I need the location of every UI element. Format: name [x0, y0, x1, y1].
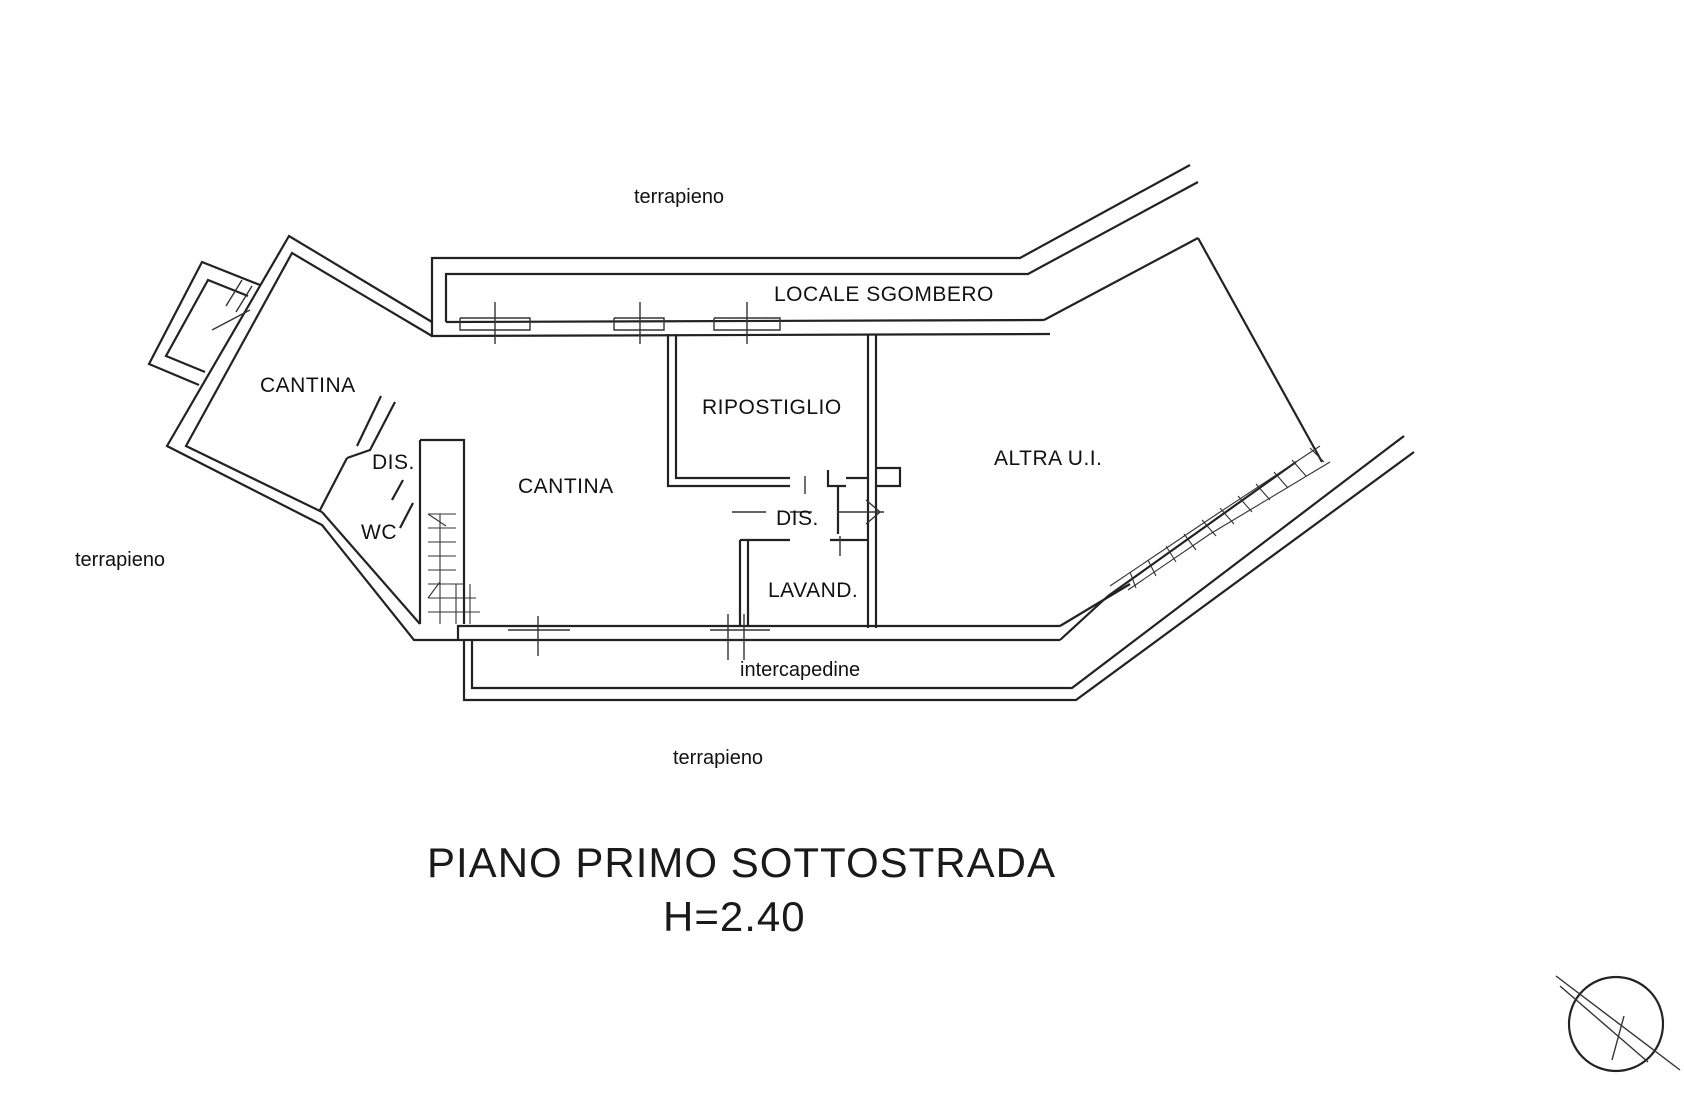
locale-sgombero-label: LOCALE SGOMBERO	[774, 283, 994, 306]
locale-sgombero-walls	[430, 164, 1199, 338]
terrapieno-bottom-label: terrapieno	[673, 747, 764, 769]
ripostiglio-label: RIPOSTIGLIO	[702, 396, 842, 419]
central-stair	[427, 513, 480, 624]
terrapieno-left-label: terrapieno	[75, 549, 166, 571]
dis-left-label: DIS.	[372, 451, 415, 474]
altra-ui-label: ALTRA U.I.	[994, 447, 1103, 470]
window-marks	[211, 279, 781, 660]
left-block-walls	[147, 234, 458, 642]
north-arrow-icon	[1555, 975, 1681, 1073]
altra-ui-walls	[1107, 237, 1323, 597]
terrapieno-top-label: terrapieno	[634, 186, 725, 208]
height-label: H=2.40	[663, 893, 806, 940]
central-block-walls	[418, 334, 1060, 642]
cantina-left-label: CANTINA	[260, 374, 356, 397]
floor-title: PIANO PRIMO SOTTOSTRADA	[427, 839, 1056, 886]
wc-label: WC	[361, 521, 397, 544]
intercapedine-walls	[462, 435, 1415, 702]
diagonal-stair	[1109, 445, 1331, 591]
cantina-center-label: CANTINA	[518, 475, 614, 498]
intercapedine-label: intercapedine	[740, 659, 861, 681]
lavand-label: LAVAND.	[768, 579, 859, 602]
dis-center-label: DIS.	[776, 507, 819, 530]
